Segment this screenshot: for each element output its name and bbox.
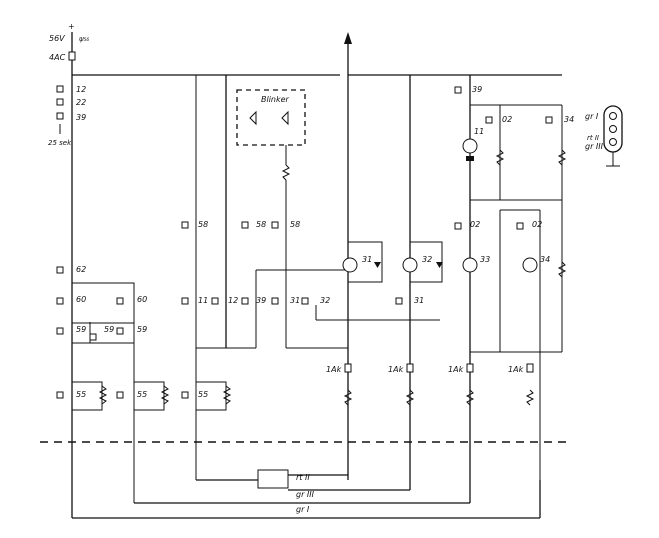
contact-55-b: 55 xyxy=(137,390,147,399)
contact-34-right: 34 xyxy=(564,115,574,124)
relay-11-label: 11 xyxy=(474,127,484,136)
bus-rt-II: rt II xyxy=(296,473,310,482)
supply-voltage: 56V xyxy=(49,34,65,43)
contact-02-b: 02 xyxy=(470,220,480,229)
resistor-1-label: 1Ak xyxy=(326,365,342,374)
contact-12-mid: 12 xyxy=(228,296,238,305)
left-contact-stack: 12 22 39 25 sek 62 60 60 59 59 59 55 55 xyxy=(48,75,232,503)
contact-59-c: 59 xyxy=(137,325,147,334)
contact-39-mid: 39 xyxy=(256,296,266,305)
bottom-bus: rt II gr III gr I xyxy=(72,469,541,519)
contact-02-a: 02 xyxy=(502,115,512,124)
contact-39: 39 xyxy=(76,113,86,122)
contact-31-right: 31 xyxy=(414,296,424,305)
contact-60-right: 60 xyxy=(137,295,147,304)
relay-32: 32 31 xyxy=(395,75,443,480)
resistor-4-label: 1Ak xyxy=(508,365,524,374)
relay-31-label: 31 xyxy=(362,255,372,264)
contact-60-left: 60 xyxy=(76,295,86,304)
contact-58-a: 58 xyxy=(198,220,208,229)
blinker-label: Blinker xyxy=(261,95,290,104)
relay-31: 31 xyxy=(342,241,383,283)
fuse-rating: 4AC xyxy=(49,53,66,62)
resistor-row: 1Ak 1Ak 1Ak 1Ak xyxy=(286,347,535,406)
signal-gr-I: gr I xyxy=(585,112,599,121)
bus-gr-III: gr III xyxy=(296,490,315,499)
main-fuse xyxy=(68,51,76,61)
contact-59-a: 59 xyxy=(76,325,86,334)
contact-58-b: 58 xyxy=(256,220,266,229)
blinker-unit: Blinker xyxy=(236,89,306,348)
middle-contacts: 58 58 58 11 12 39 31 32 xyxy=(181,220,330,305)
contact-59-b: 59 xyxy=(104,325,114,334)
signal-gr-III: gr III xyxy=(585,142,604,151)
relay-34-label: 34 xyxy=(540,255,550,264)
contact-22: 22 xyxy=(76,98,86,107)
signal-rt-II: rt II xyxy=(587,134,599,142)
contact-31-mid: 31 xyxy=(290,296,300,305)
contact-12: 12 xyxy=(76,85,86,94)
contact-32-mid: 32 xyxy=(320,296,330,305)
svg-text:+: + xyxy=(68,22,75,31)
right-block: 39 02 34 11 02 02 33 34 xyxy=(454,75,574,480)
contact-55-c: 55 xyxy=(198,390,208,399)
contact-55-a: 55 xyxy=(76,390,86,399)
contact-62: 62 xyxy=(76,265,86,274)
contact-02-c: 02 xyxy=(532,220,542,229)
contact-58-c: 58 xyxy=(290,220,300,229)
contact-11: 11 xyxy=(198,296,208,305)
resistor-2-label: 1Ak xyxy=(388,365,404,374)
relay-32-label: 32 xyxy=(422,255,432,264)
bus-gr-I: gr I xyxy=(296,505,310,514)
relay-33-label: 33 xyxy=(480,255,490,264)
resistor-3-label: 1Ak xyxy=(448,365,464,374)
contact-39-right: 39 xyxy=(472,85,482,94)
signal-lamp: gr I rt II gr III xyxy=(585,105,623,167)
supply-symbol: ψ₅₆ xyxy=(79,35,89,43)
timer-label: 25 sek xyxy=(48,139,72,147)
